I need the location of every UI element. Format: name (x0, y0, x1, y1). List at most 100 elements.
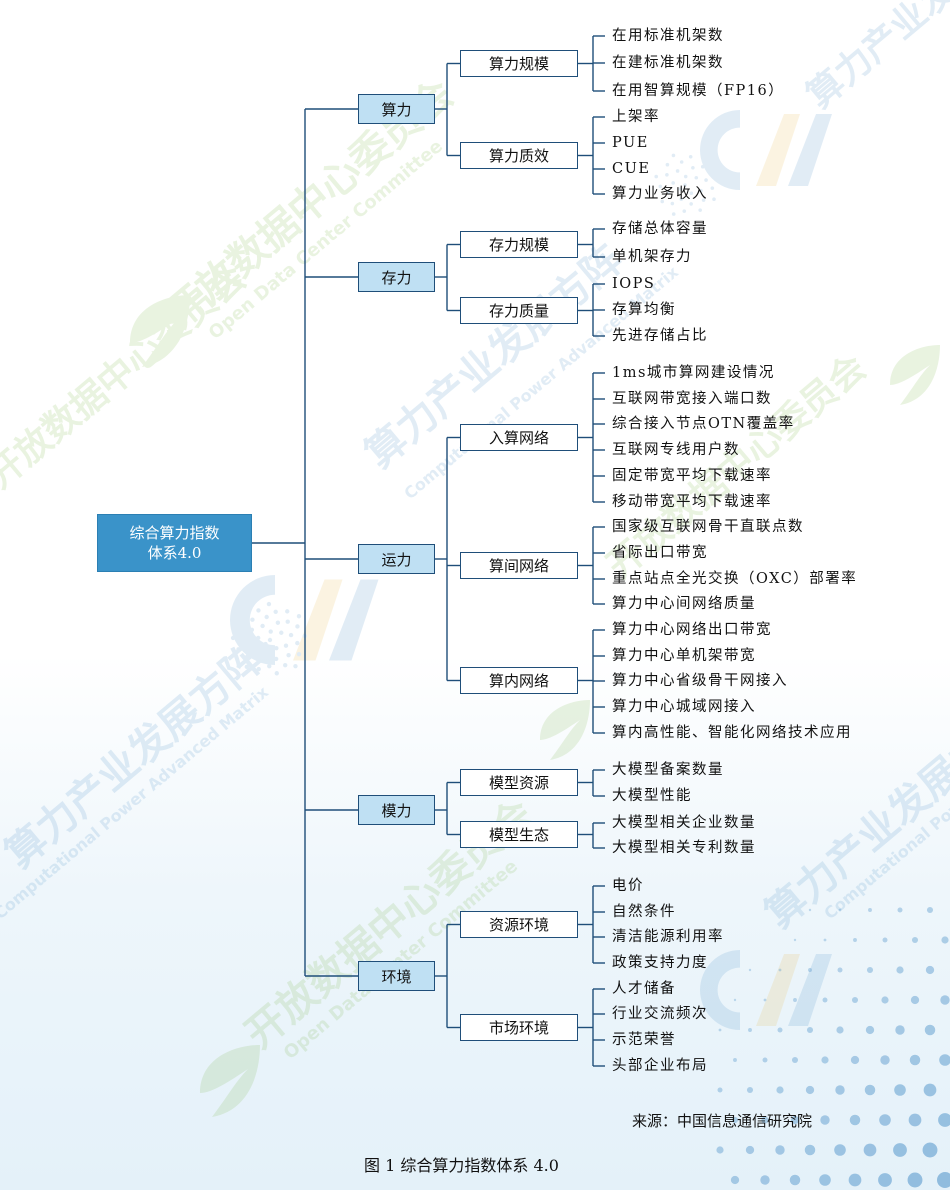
watermark-dot (285, 619, 290, 624)
watermark-dot (288, 632, 294, 638)
sub-node-model-resources: 模型资源 (460, 769, 578, 796)
decorative-dot (939, 1054, 950, 1066)
decorative-dot (819, 1174, 831, 1186)
root-label-line2: 体系4.0 (147, 544, 202, 562)
watermark-dot (236, 647, 241, 652)
watermark-dot (260, 623, 265, 629)
decorative-dot (791, 1056, 799, 1064)
decorative-dot (893, 1143, 907, 1157)
decorative-dot (808, 908, 812, 912)
watermark-dot (267, 637, 273, 643)
root-node: 综合算力指数 体系4.0 (97, 514, 252, 572)
sub-node-model-ecosystem: 模型生态 (460, 821, 578, 848)
leaf-item: 算内高性能、智能化网络技术应用 (612, 725, 852, 741)
decorative-dot (733, 1058, 737, 1062)
sub-node-resource-environment: 资源环境 (460, 911, 578, 938)
watermark-dot (274, 646, 279, 651)
watermark-dot (701, 198, 706, 202)
leaf-item: 移动带宽平均下载速率 (612, 494, 772, 510)
watermark-dot (273, 656, 279, 662)
decorative-dot (804, 1144, 816, 1156)
watermark-dot (282, 662, 288, 668)
watermark-dot (255, 656, 260, 661)
watermark-dot (691, 165, 695, 170)
decorative-dot (775, 1145, 785, 1155)
watermark-dot (251, 644, 256, 650)
decorative-dot (880, 1055, 890, 1065)
watermark-dot (243, 639, 248, 644)
watermark-dot (670, 201, 675, 206)
decorative-dot (837, 967, 843, 973)
leaf-item: 政策支持力度 (612, 955, 708, 971)
decorative-dot (938, 1113, 950, 1127)
decorative-dot (808, 968, 812, 972)
decorative-dot (907, 1172, 923, 1188)
watermark-leaf-icon (540, 700, 590, 760)
watermark-dot (268, 629, 273, 634)
leaf-item: 自然条件 (612, 904, 676, 920)
leaf-item: IOPS (612, 276, 656, 292)
watermark-dot (671, 153, 676, 158)
decorative-dot (822, 997, 828, 1003)
leaf-item: 互联网带宽接入端口数 (612, 391, 772, 407)
decorative-dot (760, 1175, 770, 1185)
decorative-dot (776, 1086, 784, 1094)
decorative-dot (896, 966, 904, 974)
watermark-dot (256, 666, 261, 672)
sub-node-storage-quality: 存力质量 (460, 297, 578, 324)
sub-node-inter-center-network: 算间网络 (460, 552, 578, 579)
decorative-dot (748, 968, 752, 972)
decorative-dot (868, 908, 872, 912)
watermark-logo-icon (700, 110, 832, 190)
watermark-dot (250, 617, 255, 622)
watermark-dot (698, 208, 702, 212)
source-note: 来源：中国信息通信研究院 (632, 1112, 813, 1130)
dimension-node-storage: 存力 (358, 262, 435, 292)
decorative-dot (778, 968, 782, 972)
decorative-dot (762, 1057, 768, 1063)
watermark-dot (688, 154, 693, 159)
leaf-item: 示范荣誉 (612, 1032, 676, 1048)
watermark-dot (296, 614, 302, 619)
watermark-dot (658, 184, 663, 189)
watermark-dot (286, 652, 291, 658)
leaf-item: CUE (612, 161, 651, 177)
figure-caption: 图 1 综合算力指数体系 4.0 (364, 1156, 559, 1175)
decorative-dot (908, 1113, 922, 1127)
watermark-dot (264, 614, 269, 620)
leaf-item: 人才储备 (612, 981, 676, 997)
watermark-dot (666, 190, 671, 194)
leaf-item: 单机架存力 (612, 249, 692, 265)
dimension-node-model: 模力 (358, 795, 435, 825)
watermark-dot (671, 212, 676, 216)
watermark-dot (244, 664, 249, 670)
watermark-dot (274, 671, 279, 676)
leaf-item: 综合接入节点OTN覆盖率 (612, 416, 795, 432)
decorative-dot (793, 938, 797, 942)
watermark-dot (683, 183, 687, 187)
decorative-dot (878, 1173, 892, 1187)
leaf-item: 大模型相关专利数量 (612, 840, 756, 856)
watermark-dot (296, 652, 302, 657)
leaf-item: 重点站点全光交换（OXC）部署率 (612, 571, 858, 587)
leaf-item: 互联网专线用户数 (612, 442, 740, 458)
decorative-dot (748, 1028, 752, 1032)
watermark-dot (700, 164, 705, 169)
sub-node-market-environment: 市场环境 (460, 1014, 578, 1041)
watermark-dot (679, 197, 684, 202)
leaf-item: PUE (612, 135, 649, 151)
decorative-dot (718, 1028, 722, 1032)
leaf-item: 上架率 (612, 109, 660, 125)
leaf-item: 存算均衡 (612, 302, 676, 318)
watermark-dot (665, 162, 670, 167)
leaf-item: 清洁能源利用率 (612, 929, 724, 945)
watermark-dot (704, 178, 708, 182)
leaf-item: 算力中心网络出口带宽 (612, 622, 772, 638)
watermark-dot (275, 620, 281, 625)
decorative-dot (821, 1056, 829, 1064)
decorative-dot (897, 907, 903, 913)
watermark-leaf-icon (130, 295, 190, 367)
watermark-dot (239, 617, 245, 622)
decorative-dot (790, 1115, 800, 1125)
